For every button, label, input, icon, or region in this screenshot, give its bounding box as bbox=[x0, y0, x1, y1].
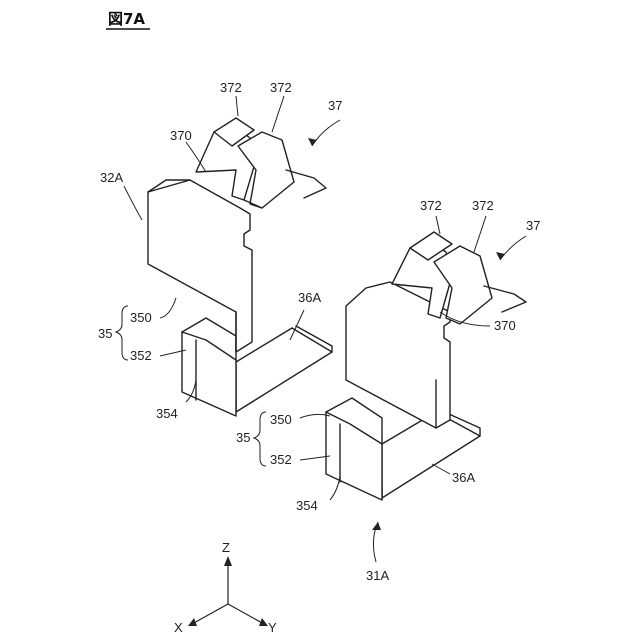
right-lower-wall bbox=[326, 412, 382, 500]
label-370-left: 370 bbox=[170, 128, 192, 143]
label-354-right: 354 bbox=[296, 498, 318, 513]
label-372-left-b: 372 bbox=[270, 80, 292, 95]
label-36a-left: 36A bbox=[298, 290, 321, 305]
axis-label-x: X bbox=[174, 620, 183, 635]
label-372-right-b: 372 bbox=[472, 198, 494, 213]
label-372-right-a: 372 bbox=[420, 198, 442, 213]
label-36a-right: 36A bbox=[452, 470, 475, 485]
label-35-right: 35 bbox=[236, 430, 250, 445]
z-axis-arrow bbox=[224, 556, 232, 566]
label-35-left: 35 bbox=[98, 326, 112, 341]
label-370-right: 370 bbox=[494, 318, 516, 333]
right-clip-part bbox=[326, 232, 526, 500]
left-lower-wall bbox=[182, 332, 236, 416]
labels: 372 372 37 370 32A 350 35 352 354 36A 37… bbox=[98, 80, 540, 583]
label-37-right: 37 bbox=[526, 218, 540, 233]
arrow-31a bbox=[372, 522, 381, 530]
label-350-left: 350 bbox=[130, 310, 152, 325]
label-350-right: 350 bbox=[270, 412, 292, 427]
label-354-left: 354 bbox=[156, 406, 178, 421]
axis-label-y: Y bbox=[268, 620, 277, 635]
coordinate-axes: Z X Y bbox=[174, 540, 277, 635]
arrow-37-left bbox=[308, 138, 317, 146]
left-clip-part bbox=[148, 118, 332, 416]
label-352-left: 352 bbox=[130, 348, 152, 363]
label-37-left: 37 bbox=[328, 98, 342, 113]
label-32a: 32A bbox=[100, 170, 123, 185]
label-352-right: 352 bbox=[270, 452, 292, 467]
label-372-left-a: 372 bbox=[220, 80, 242, 95]
axis-label-z: Z bbox=[222, 540, 230, 555]
label-31a: 31A bbox=[366, 568, 389, 583]
figure-title: 図7A bbox=[108, 10, 145, 28]
